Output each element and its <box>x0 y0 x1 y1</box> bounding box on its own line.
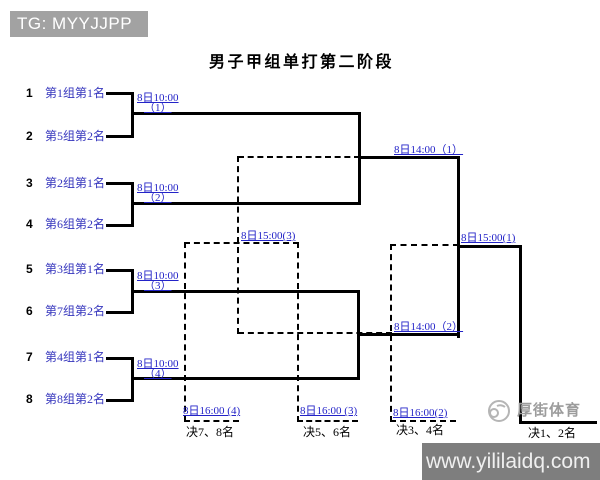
page-title: 男子甲组单打第二阶段 <box>209 54 395 71</box>
match-number: （4） <box>144 368 172 380</box>
bracket-line-solid <box>519 421 597 424</box>
bracket-line-solid <box>519 245 522 423</box>
entry-row: 1 第1组第1名 <box>26 85 105 101</box>
match-label-consolation: 8日15:00(3) <box>241 230 296 242</box>
tg-tag-box: TG: MYYJJPP <box>10 11 148 37</box>
entry-row: 5 第3组第1名 <box>26 261 105 277</box>
bracket-line-dashed <box>390 420 456 422</box>
bracket-line-dashed <box>297 242 299 422</box>
bracket-line-solid <box>106 135 133 138</box>
placement-text-34: 决3、4名 <box>396 423 445 437</box>
bracket-line-solid <box>106 269 133 272</box>
bracket-line-solid <box>131 92 134 138</box>
bracket-line-solid <box>131 202 361 205</box>
bracket-line-solid <box>106 357 133 360</box>
match-label-places-56: 8日16:00 (3) <box>300 405 358 417</box>
url-banner: www.yililaidq.com <box>422 443 600 480</box>
entry-name: 第5组第2名 <box>45 129 106 143</box>
entry-name: 第1组第1名 <box>45 86 106 100</box>
entry-name: 第6组第2名 <box>45 217 106 231</box>
bracket-line-solid <box>131 112 361 115</box>
entry-name: 第8组第2名 <box>45 392 106 406</box>
bracket-line-solid <box>106 182 133 185</box>
match-number: （1） <box>144 102 172 114</box>
bracket-line-solid <box>131 182 134 227</box>
bracket-line-dashed <box>238 332 392 334</box>
bracket-line-solid <box>106 399 133 402</box>
bracket-line-solid <box>358 112 361 205</box>
bracket-line-solid <box>457 156 460 338</box>
bracket-line-dashed <box>184 242 186 422</box>
watermark-logo-icon <box>485 399 513 430</box>
match-time: 8日10:00 <box>137 92 179 104</box>
match-label-sf2: 8日14:00（2） <box>394 321 464 333</box>
bracket-line-solid <box>357 290 360 380</box>
bracket-line-dashed <box>238 156 360 158</box>
match-label-sf1: 8日14:00（1） <box>394 144 464 156</box>
bracket-line-solid <box>457 245 522 248</box>
match-label-places-78: 8日16:00 (4) <box>183 405 241 417</box>
match-time: 8日10:00 <box>137 270 179 282</box>
bracket-line-solid <box>106 92 133 95</box>
bracket-line-solid <box>131 290 360 293</box>
entry-name: 第3组第1名 <box>45 262 106 276</box>
bracket-line-solid <box>357 333 460 336</box>
match-number: （2） <box>144 192 172 204</box>
entry-row: 3 第2组第1名 <box>26 175 105 191</box>
entry-name: 第2组第1名 <box>45 176 106 190</box>
match-label-places-34: 8日16:00(2) <box>393 407 448 419</box>
entry-seed: 5 <box>26 262 33 276</box>
bracket-line-solid <box>358 156 460 159</box>
entry-seed: 8 <box>26 392 33 406</box>
entry-seed: 3 <box>26 176 33 190</box>
bracket-line-dashed <box>184 420 239 422</box>
entry-row: 8 第8组第2名 <box>26 391 105 407</box>
match-time: 8日10:00 <box>137 358 179 370</box>
entry-row: 2 第5组第2名 <box>26 128 105 144</box>
bracket-line-dashed <box>390 244 392 422</box>
placement-text-56: 决5、6名 <box>303 425 352 439</box>
bracket-line-dashed <box>297 420 358 422</box>
bracket-line-dashed <box>237 156 239 334</box>
bracket-line-dashed <box>390 244 459 246</box>
entry-row: 4 第6组第2名 <box>26 216 105 232</box>
entry-seed: 1 <box>26 86 33 100</box>
entry-name: 第4组第1名 <box>45 350 106 364</box>
entry-name: 第7组第2名 <box>45 304 106 318</box>
match-label-qf2: 8日10:00（2） <box>137 182 179 204</box>
bracket-line-dashed <box>184 242 299 244</box>
placement-text-12: 决1、2名 <box>528 426 577 440</box>
placement-text-78: 决7、8名 <box>186 425 235 439</box>
match-label-qf1: 8日10:00（1） <box>137 92 179 114</box>
entry-row: 7 第4组第1名 <box>26 349 105 365</box>
entry-seed: 4 <box>26 217 33 231</box>
entry-seed: 6 <box>26 304 33 318</box>
watermark-text: 厚街体育 <box>517 403 582 419</box>
entry-seed: 2 <box>26 129 33 143</box>
bracket-line-solid <box>131 357 134 402</box>
match-label-qf3: 8日10:00（3） <box>137 270 179 292</box>
match-number: （3） <box>144 280 172 292</box>
match-label-final: 8日15:00(1) <box>461 232 516 244</box>
bracket-line-solid <box>131 269 134 314</box>
bracket-line-solid <box>106 311 133 314</box>
entry-seed: 7 <box>26 350 33 364</box>
bracket-line-solid <box>106 224 133 227</box>
match-time: 8日10:00 <box>137 182 179 194</box>
url-text: www.yililaidq.com <box>426 450 591 473</box>
bracket-line-solid <box>131 377 360 380</box>
entry-row: 6 第7组第2名 <box>26 303 105 319</box>
match-label-qf4: 8日10:00（4） <box>137 358 179 380</box>
